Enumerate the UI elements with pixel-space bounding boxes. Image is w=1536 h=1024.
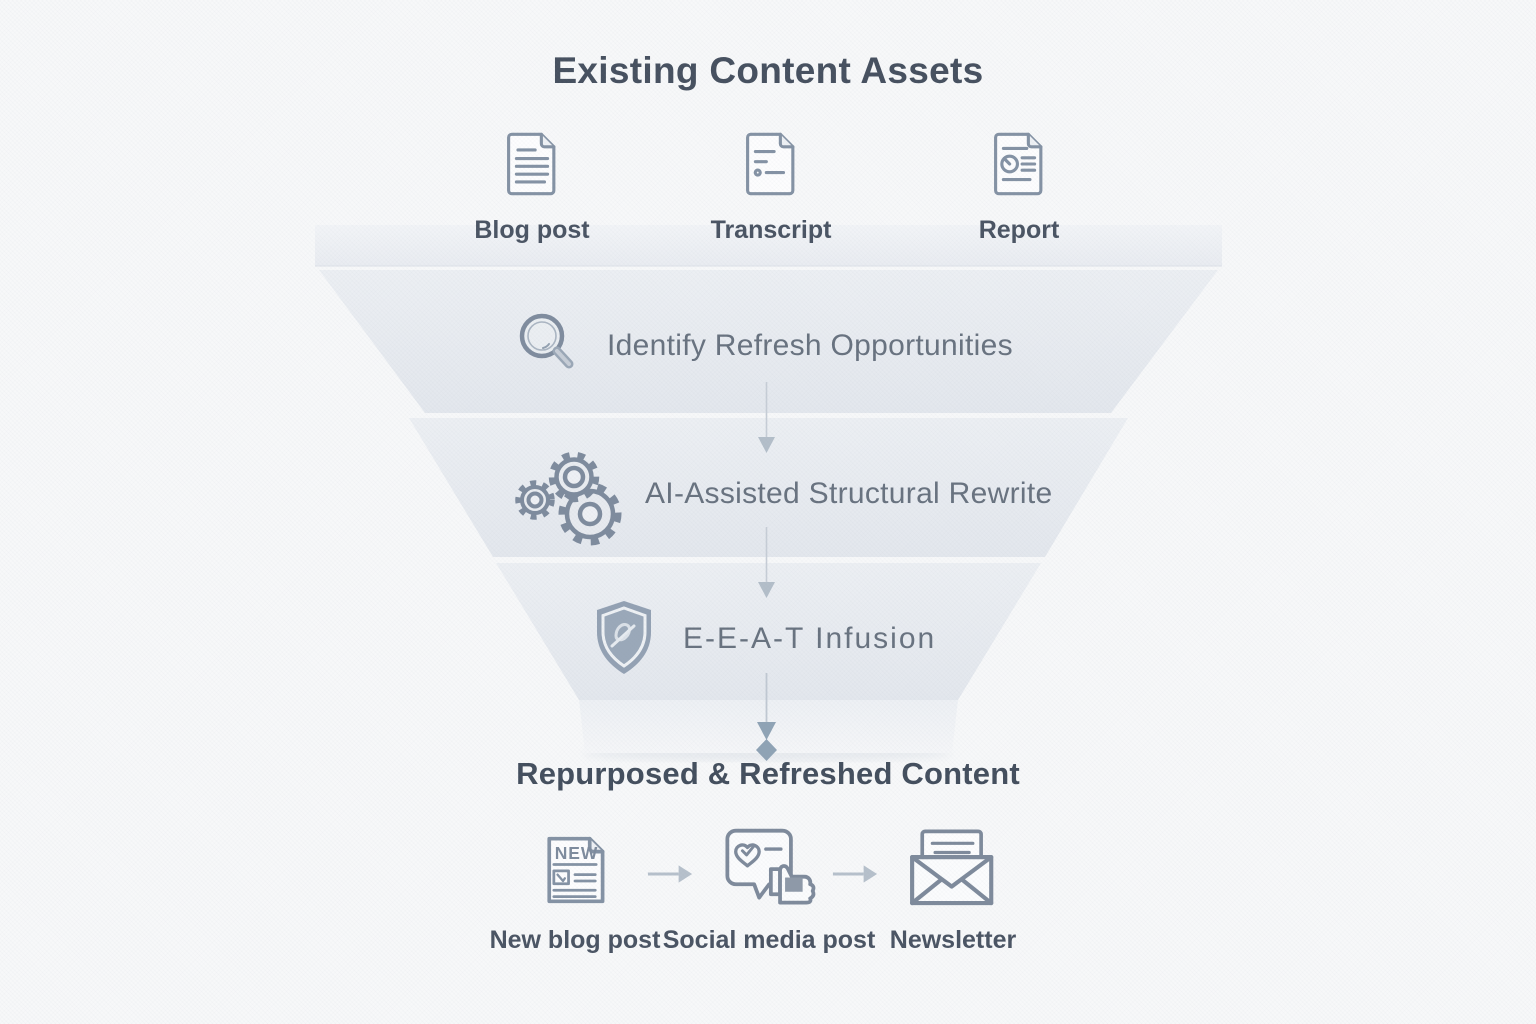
shield-icon xyxy=(597,601,651,674)
input-item-transcript: Transcript xyxy=(691,122,851,245)
gears-icon xyxy=(515,451,622,546)
funnel-stage-1-label: Identify Refresh Opportunities xyxy=(607,329,1013,362)
output-item-newsletter: Newsletter xyxy=(833,824,1073,955)
output-label: New blog post xyxy=(489,926,661,954)
input-item-report: Report xyxy=(939,122,1099,245)
new-blog-post-icon: NEW xyxy=(547,836,605,904)
social-media-post-icon xyxy=(725,828,816,905)
stage-connector-arrow-2 xyxy=(758,527,775,598)
output-item-social-media-post: Social media post xyxy=(649,824,889,955)
transcript-document-icon xyxy=(746,132,795,196)
input-label: Transcript xyxy=(710,216,832,244)
report-document-icon xyxy=(994,132,1043,196)
input-label: Blog post xyxy=(474,216,590,244)
thumbs-up-icon xyxy=(768,864,816,905)
funnel-stage-2-label: AI-Assisted Structural Rewrite xyxy=(645,477,1053,510)
right-arrow-icon xyxy=(647,865,693,883)
input-label: Report xyxy=(978,216,1060,244)
stage-connector-arrow-1 xyxy=(758,382,775,453)
funnel-stage-3-label: E-E-A-T Infusion xyxy=(683,622,937,655)
blog-post-document-icon xyxy=(507,132,556,196)
output-label: Newsletter xyxy=(889,926,1017,954)
output-heading: Repurposed & Refreshed Content xyxy=(516,756,1020,791)
output-item-new-blog-post: NEW New blog post xyxy=(455,824,695,955)
page-title: Existing Content Assets xyxy=(552,50,984,91)
funnel-output-arrow xyxy=(756,673,777,761)
new-badge: NEW xyxy=(555,843,599,863)
newsletter-envelope-icon xyxy=(910,829,994,906)
funnel-mouth-band xyxy=(315,225,1222,267)
input-item-blog-post: Blog post xyxy=(452,122,612,245)
magnifier-icon xyxy=(519,313,574,369)
funnel-stage-1-shape xyxy=(319,270,1218,413)
output-label: Social media post xyxy=(662,926,876,954)
right-arrow-icon xyxy=(832,865,878,883)
